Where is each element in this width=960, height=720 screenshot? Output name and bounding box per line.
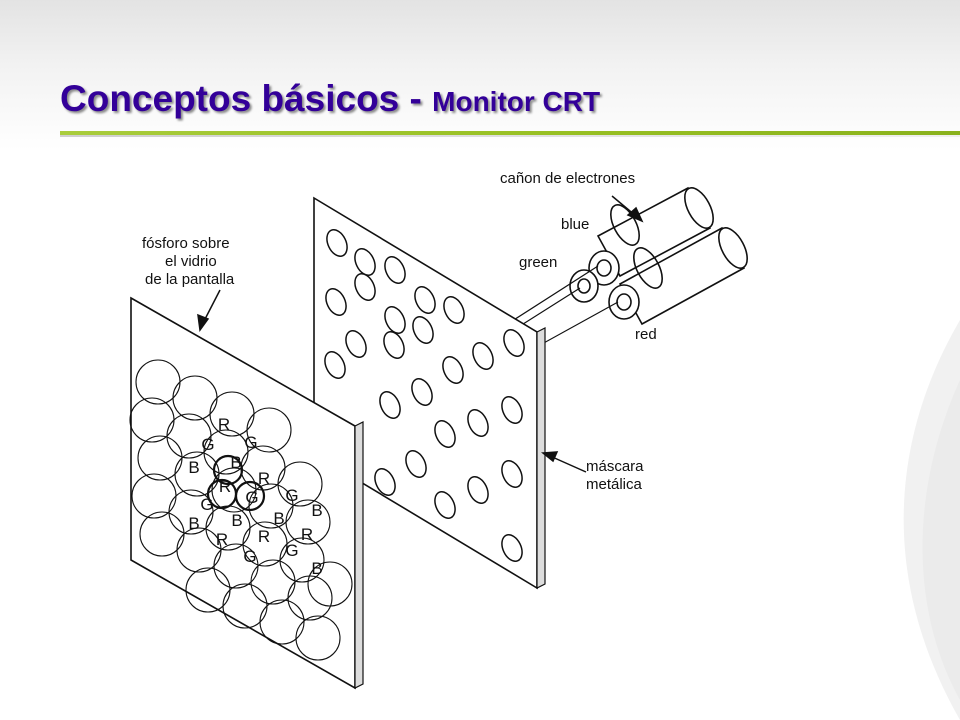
phosphor-letter: G — [244, 433, 257, 452]
mask-edge — [536, 327, 546, 589]
red-gun-rear — [718, 227, 748, 269]
phosphor-label-line2: el vidrio — [165, 253, 217, 270]
green-gun-label: green — [519, 254, 557, 271]
phosphor-letter: G — [243, 547, 256, 566]
phosphor-screen: R G G B B R R G G B B B R B R R G G B G — [129, 296, 364, 690]
mask-holes — [324, 229, 525, 562]
phosphor-letter: B — [311, 559, 322, 578]
phosphor-letter: R — [218, 415, 230, 434]
phosphor-label-line3: de la pantalla — [145, 271, 235, 288]
title-underline-shadow — [60, 135, 960, 137]
metal-mask — [313, 196, 546, 590]
slide-title-sub: Monitor CRT — [432, 86, 601, 117]
electron-gun-label: cañon de electrones — [500, 170, 635, 187]
phosphor-letter: R — [216, 530, 228, 549]
red-gun-label: red — [635, 326, 657, 343]
leaders — [197, 195, 644, 473]
phosphor-letters: R G G B B R R G G B B B R B R R G G B — [188, 415, 322, 578]
phosphor-letter: R — [258, 527, 270, 546]
phosphor-letter: B — [188, 514, 199, 533]
phosphor-letter: B — [273, 509, 284, 528]
phosphor-letter: B — [231, 511, 242, 530]
red-gun-ring — [633, 247, 663, 289]
screen-edge — [354, 421, 364, 689]
blue-gun-label: blue — [561, 216, 589, 233]
phosphor-letter: G — [285, 486, 298, 505]
phosphor-dots-bold — [206, 454, 266, 512]
phosphor-letter: G — [200, 495, 213, 514]
background-swoosh — [903, 320, 960, 720]
electron-guns — [569, 186, 748, 326]
slide-title-main: Conceptos básicos - — [60, 78, 433, 119]
green-gun-bore — [577, 278, 591, 294]
phosphor-letter: G — [285, 541, 298, 560]
phosphor-letter: G — [245, 488, 258, 507]
mask-label-line1: máscara — [586, 458, 644, 475]
phosphor-letter: R — [258, 469, 270, 488]
red-gun-bore — [616, 293, 632, 311]
phosphor-letter: B — [188, 458, 199, 477]
slide-title: Conceptos básicos - Monitor CRT — [60, 78, 600, 120]
phosphor-g-letters-extra: G — [285, 541, 298, 560]
mask-label-line2: metálica — [586, 476, 643, 493]
blue-gun-rear — [684, 187, 714, 229]
phosphor-letter: R — [219, 477, 231, 496]
phosphor-letter: R — [301, 525, 313, 544]
phosphor-label-line1: fósforo sobre — [142, 235, 230, 252]
title-underline — [60, 131, 960, 135]
phosphor-letter: B — [311, 501, 322, 520]
blue-gun-ring — [610, 204, 640, 246]
phosphor-letter: G — [201, 435, 214, 454]
blue-gun-bore — [596, 259, 612, 277]
phosphor-letter: B — [230, 453, 241, 472]
